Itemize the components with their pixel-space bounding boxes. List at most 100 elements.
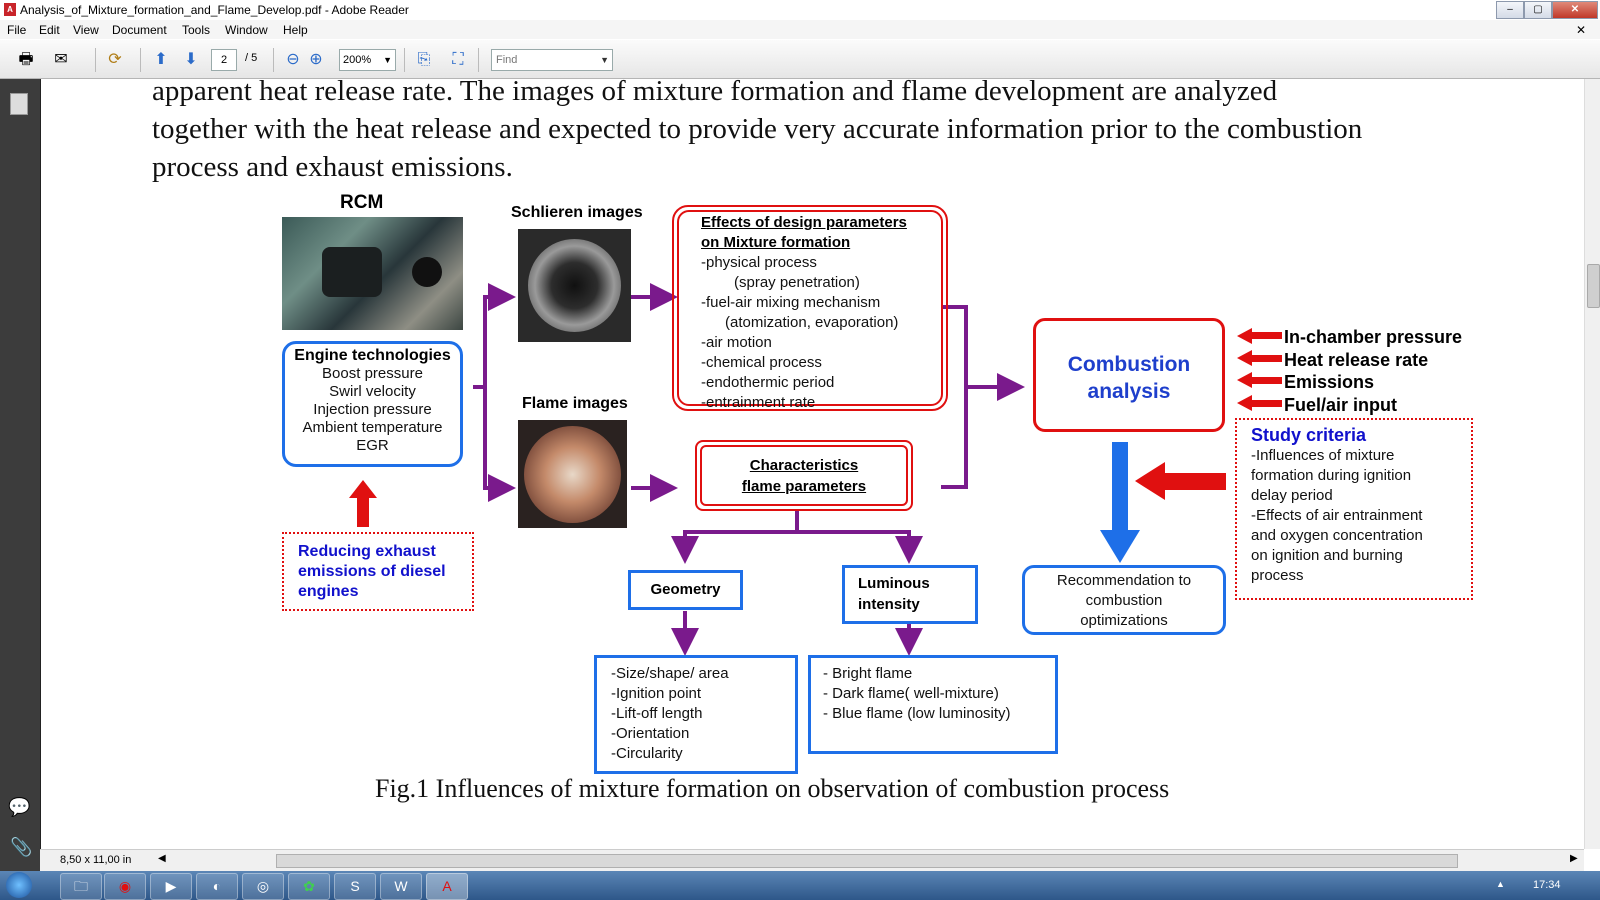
opera-taskbar-icon[interactable]: ◉ <box>104 873 146 900</box>
zoom-out-icon[interactable]: ⊖ <box>286 51 300 68</box>
schlieren-title: Schlieren images <box>511 204 643 221</box>
luminous-text: Luminous <box>858 575 930 592</box>
body-text-line: together with the heat release and expec… <box>152 113 1363 145</box>
title-bar: A Analysis_of_Mixture_formation_and_Flam… <box>0 0 1600 21</box>
schlieren-image <box>518 229 631 342</box>
vertical-scrollbar[interactable] <box>1584 79 1600 849</box>
combustion-text: analysis <box>1087 380 1171 403</box>
zoom-in-icon[interactable]: ⊕ <box>309 51 323 68</box>
print-icon[interactable]: 🖶 <box>18 51 34 68</box>
engine-item: Swirl velocity <box>329 383 416 400</box>
characteristics-inner-box: Characteristics flame parameters <box>700 445 908 506</box>
chrome-taskbar-icon[interactable]: ◎ <box>242 873 284 900</box>
effects-item: (spray penetration) <box>734 274 860 291</box>
comments-icon[interactable]: 💬 <box>8 797 31 817</box>
page-number-input[interactable]: 2 <box>211 49 237 71</box>
pdf-app-icon: A <box>4 3 16 16</box>
clock: 17:34 <box>1533 879 1561 891</box>
explorer-taskbar-icon[interactable]: 🗀 <box>60 873 102 900</box>
geometry-item: -Orientation <box>611 725 690 742</box>
menu-document[interactable]: Document <box>112 23 167 37</box>
toolbar-separator <box>95 48 96 72</box>
blue-arrow-icon <box>1112 442 1128 532</box>
engine-title: Engine technologies <box>294 347 451 364</box>
scroll-right-icon[interactable]: ▶ <box>1570 853 1578 864</box>
geometry-item: -Circularity <box>611 745 683 762</box>
window-title: Analysis_of_Mixture_formation_and_Flame_… <box>20 3 409 17</box>
menu-view[interactable]: View <box>73 23 99 37</box>
input-item: Fuel/air input <box>1284 394 1398 415</box>
firefox-taskbar-icon[interactable]: ◐ <box>196 873 238 900</box>
study-line: and oxygen concentration <box>1251 527 1423 544</box>
menu-tools[interactable]: Tools <box>182 23 211 37</box>
media-player-taskbar-icon[interactable]: ▶ <box>150 873 192 900</box>
body-text-line: apparent heat release rate. The images o… <box>152 75 1278 107</box>
effects-title: Effects of design parameters <box>701 214 907 231</box>
study-line: -Effects of air entrainment <box>1251 507 1423 524</box>
geometry-box: Geometry <box>628 570 743 610</box>
tray-arrow-icon[interactable]: ▲ <box>1496 879 1505 889</box>
scrollbar-thumb[interactable] <box>1587 264 1600 308</box>
pages-icon[interactable] <box>10 93 28 115</box>
input-item: Heat release rate <box>1284 349 1429 370</box>
next-page-icon[interactable]: ⬇ <box>184 51 198 68</box>
adobe-reader-taskbar-icon[interactable]: A <box>426 873 468 900</box>
engine-item: Ambient temperature <box>302 419 443 436</box>
engine-item: Injection pressure <box>313 401 432 418</box>
fit-width-icon[interactable]: ⛶ <box>452 51 464 68</box>
recommendation-line: optimizations <box>1080 612 1168 629</box>
toolbar-separator <box>478 48 479 72</box>
maximize-button[interactable]: ▢ <box>1524 1 1552 19</box>
effects-item: -endothermic period <box>701 374 835 391</box>
find-input[interactable]: Find ▼ <box>491 49 613 71</box>
reducing-text: Reducing exhaust emissions of diesel eng… <box>298 543 446 600</box>
menu-file[interactable]: File <box>7 23 27 37</box>
effects-item: -fuel-air mixing mechanism <box>701 294 881 311</box>
diagram-connectors <box>349 283 1282 656</box>
previous-page-icon[interactable]: ⬆ <box>154 51 168 68</box>
menu-edit[interactable]: Edit <box>39 23 60 37</box>
app-taskbar-icon[interactable]: ✿ <box>288 873 330 900</box>
input-item: In-chamber pressure <box>1284 327 1463 347</box>
analysis-inputs: In-chamber pressure Heat release rate Em… <box>1284 326 1462 416</box>
geometry-item: -Size/shape/ area <box>611 665 729 682</box>
horizontal-scrollbar-thumb[interactable] <box>276 854 1458 868</box>
page-total: / 5 <box>245 52 258 64</box>
characteristics-text: Characteristics <box>749 457 859 474</box>
page-size: 8,50 x 11,00 in <box>60 854 132 866</box>
menu-help[interactable]: Help <box>283 23 308 37</box>
fit-page-icon[interactable]: ⎘ <box>417 51 431 68</box>
rcm-title: RCM <box>340 192 384 213</box>
luminous-item: - Blue flame (low luminosity) <box>823 705 1011 722</box>
study-line: on ignition and burning <box>1251 547 1403 564</box>
study-line: formation during ignition <box>1251 467 1412 484</box>
chevron-down-icon: ▼ <box>600 55 609 65</box>
zoom-select[interactable]: 200% ▼ <box>339 49 396 71</box>
scroll-left-icon[interactable]: ◀ <box>158 853 166 864</box>
close-button[interactable]: ✕ <box>1552 1 1598 19</box>
effects-item: -physical process <box>701 254 817 271</box>
flame-image <box>518 420 627 528</box>
chevron-down-icon: ▼ <box>383 55 392 65</box>
collaborate-icon[interactable]: ⟳ <box>108 51 122 68</box>
minimize-button[interactable]: – <box>1496 1 1524 19</box>
close-document-icon[interactable]: ✕ <box>1576 23 1587 37</box>
attachments-icon[interactable]: 📎 <box>10 837 33 857</box>
toolbar-separator <box>140 48 141 72</box>
study-title: Study criteria <box>1251 425 1367 445</box>
reducing-emissions-box: Reducing exhaust emissions of diesel eng… <box>282 532 474 611</box>
geometry-item: -Ignition point <box>611 685 702 702</box>
start-button[interactable] <box>6 872 32 898</box>
recommendation-line: combustion <box>1085 592 1163 609</box>
menu-window[interactable]: Window <box>225 23 268 37</box>
figure-diagram: RCM Engine technologies Boost pressure S… <box>282 192 1473 803</box>
flame-images-title: Flame images <box>522 395 628 412</box>
email-icon[interactable]: ✉ <box>54 51 68 68</box>
effects-item: -entrainment rate <box>701 394 816 411</box>
word-taskbar-icon[interactable]: W <box>380 873 422 900</box>
skype-taskbar-icon[interactable]: S <box>334 873 376 900</box>
taskbar: 🗀 ◉ ▶ ◐ ◎ ✿ S W A ▲ 17:34 <box>0 871 1600 900</box>
zoom-value: 200% <box>343 54 372 66</box>
toolbar-separator <box>273 48 274 72</box>
status-bar: 8,50 x 11,00 in ◀ ▶ <box>40 849 1584 872</box>
